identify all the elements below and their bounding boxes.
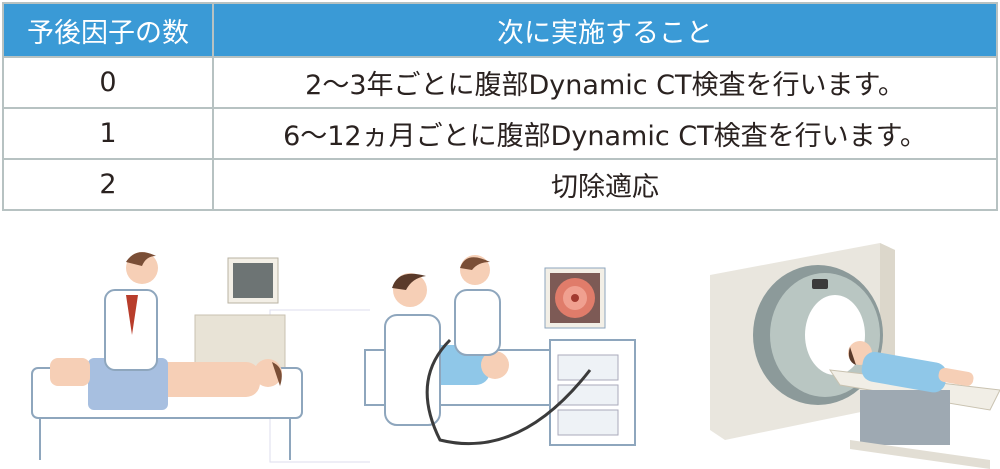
factor-count-cell: 1 (2, 107, 214, 160)
endoscopy-exam-illustration (364, 255, 636, 446)
action-cell: 2〜3年ごとに腹部Dynamic CT検査を行います。 (212, 56, 998, 109)
ultrasound-machine-icon (194, 257, 286, 381)
monitor-icon (544, 267, 606, 329)
action-cell: 切除適応 (212, 158, 998, 211)
table-row: 2 切除適応 (2, 158, 998, 211)
doctor-icon (104, 252, 158, 371)
table-row: 0 2〜3年ごとに腹部Dynamic CT検査を行います。 (2, 56, 998, 109)
header-factor-count: 予後因子の数 (2, 2, 214, 58)
ultrasound-exam-illustration (31, 252, 370, 463)
action-cell: 6〜12ヵ月ごとに腹部Dynamic CT検査を行います。 (212, 107, 998, 160)
prognostic-factor-table: 予後因子の数 次に実施すること 0 2〜3年ごとに腹部Dynamic CT検査を… (2, 2, 998, 211)
header-next-action: 次に実施すること (212, 2, 998, 58)
factor-count-cell: 2 (2, 158, 214, 211)
factor-count-cell: 0 (2, 56, 214, 109)
equipment-cart-icon (549, 339, 636, 446)
doctor-icon (384, 273, 441, 426)
table-row: 1 6〜12ヵ月ごとに腹部Dynamic CT検査を行います。 (2, 107, 998, 160)
patient-icon (848, 341, 974, 393)
table-header-row: 予後因子の数 次に実施すること (2, 2, 998, 58)
ct-scan-illustration (710, 243, 1000, 469)
nurse-icon (454, 255, 501, 356)
endoscope-cable (425, 338, 592, 446)
